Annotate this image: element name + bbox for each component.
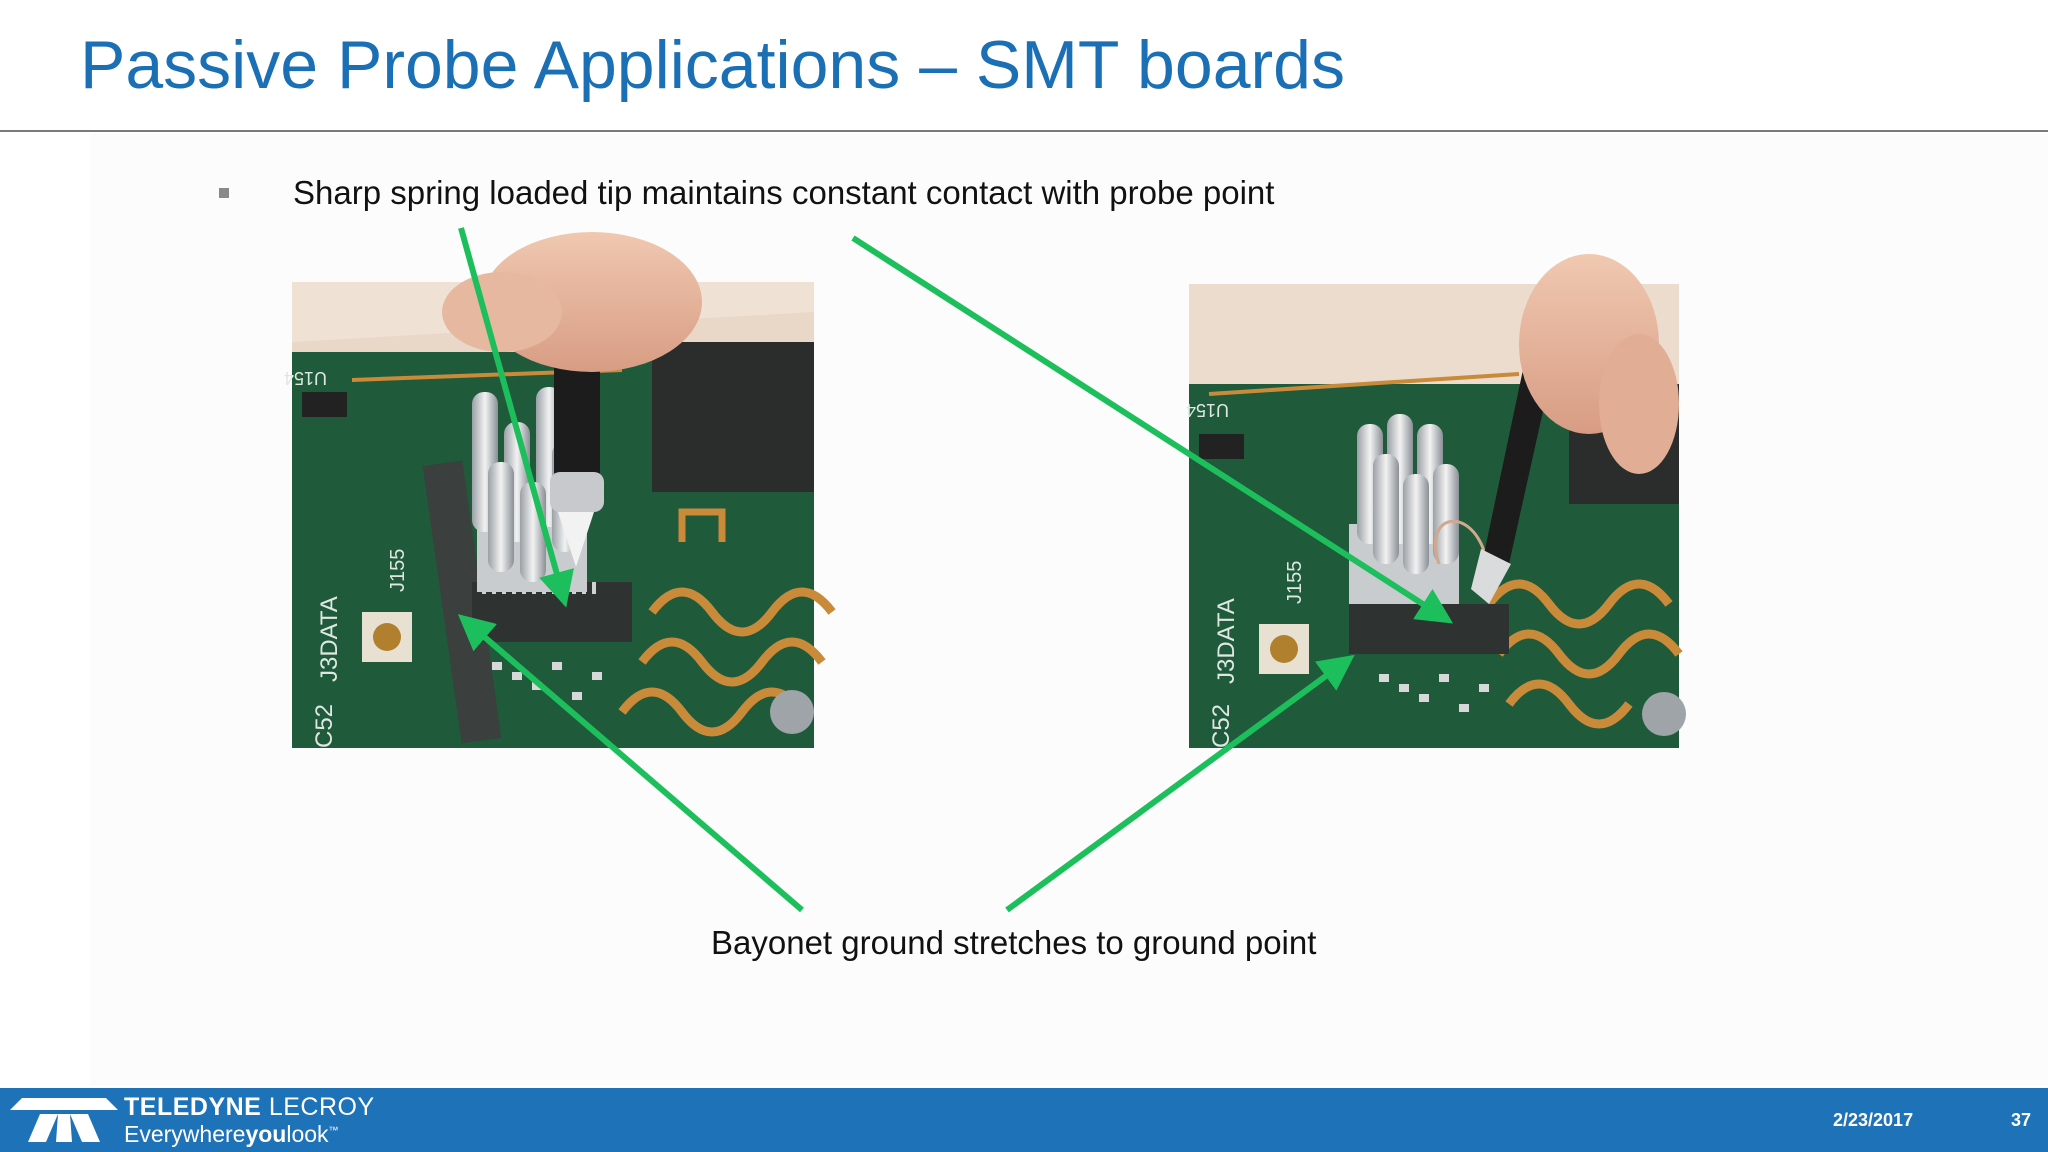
slide-title: Passive Probe Applications – SMT boards — [80, 27, 1345, 103]
svg-text:J155: J155 — [387, 549, 409, 592]
pcb-photo-left: U154 J3DATA J155 C52 — [284, 232, 836, 748]
bullet-text: Sharp spring loaded tip maintains consta… — [293, 174, 1275, 211]
footer-bar: TELEDYNE LECROY Everywhereyoulook™ 2/23/… — [0, 1088, 2048, 1152]
brand-name: TELEDYNE LECROY — [124, 1093, 375, 1121]
callout-text: Bayonet ground stretches to ground point — [711, 924, 1317, 961]
svg-text:U154: U154 — [284, 368, 327, 388]
page-number: 37 — [2011, 1110, 2032, 1130]
svg-text:J3DATA: J3DATA — [316, 596, 343, 682]
slide-date: 2/23/2017 — [1833, 1110, 1914, 1130]
svg-text:J155: J155 — [1284, 561, 1306, 604]
bullet-square-icon — [219, 188, 229, 198]
svg-text:C52: C52 — [1208, 704, 1235, 748]
title-divider — [0, 130, 2048, 132]
brand-tagline: Everywhereyoulook™ — [124, 1121, 339, 1147]
svg-text:J3DATA: J3DATA — [1213, 598, 1240, 684]
pcb-photo-right: U154 J3DATA J155 C52 — [1186, 254, 1686, 748]
svg-text:U154: U154 — [1186, 400, 1229, 420]
svg-text:C52: C52 — [311, 704, 338, 748]
teledyne-logo-icon — [10, 1098, 118, 1142]
